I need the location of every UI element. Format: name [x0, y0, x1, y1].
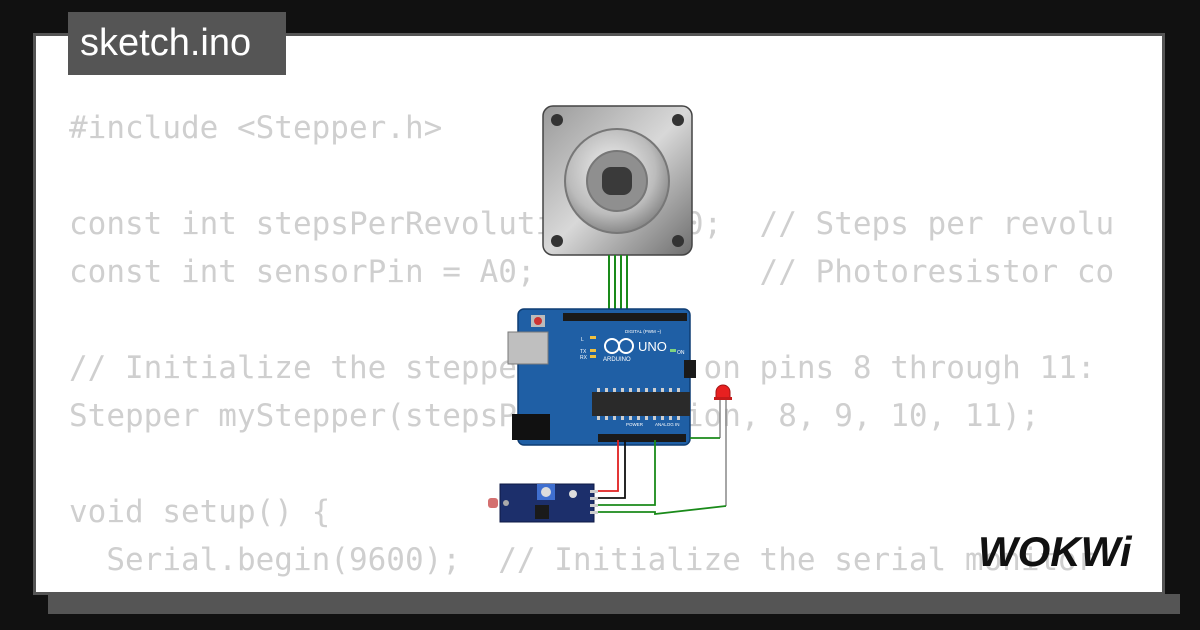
tx-label: TX [580, 349, 587, 355]
power-header-label: POWER [626, 422, 644, 427]
analog-header-label: ANALOG IN [655, 422, 680, 427]
code-line: #include <Stepper.h> [69, 110, 443, 146]
rx-label: RX [580, 355, 588, 361]
file-tab-label: sketch.ino [80, 22, 252, 64]
digital-header-label: DIGITAL (PWM ~) [625, 329, 662, 334]
stepper-motor[interactable] [542, 105, 693, 256]
red-led[interactable] [714, 384, 732, 506]
code-line: void setup() { [69, 494, 331, 530]
card-shadow [48, 594, 1180, 614]
code-line: } [69, 584, 1114, 592]
board-model-label: UNO [638, 339, 667, 354]
code-line: Serial.begin(9600); // Initialize the se… [69, 542, 1096, 578]
code-line: const int sensorPin = A0; // Photoresist… [69, 254, 1115, 290]
sensor-wires [598, 437, 727, 516]
board-brand-label: ARDUINO [603, 357, 631, 363]
photoresistor-module[interactable] [488, 483, 598, 523]
motor-wires [608, 255, 628, 316]
wokwi-logo: WOKWi [978, 528, 1133, 575]
file-tab[interactable]: sketch.ino [68, 12, 286, 75]
code-clip [1131, 96, 1162, 592]
on-led-label: ON [677, 350, 685, 356]
wokwi-logo-text: WOKWi [978, 528, 1133, 575]
arduino-uno-board[interactable]: UNO ARDUINO DIGITAL (PWM ~) POWER ANALOG… [507, 308, 696, 446]
l-led-label: L [581, 337, 584, 343]
